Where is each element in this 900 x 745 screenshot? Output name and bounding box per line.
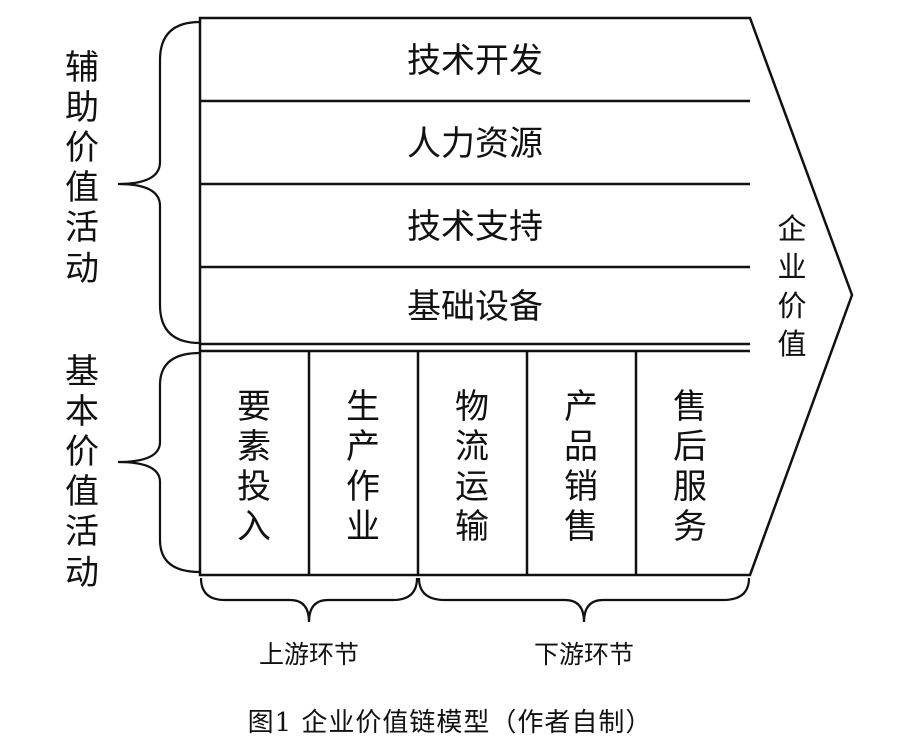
support-row-label: 基础设备: [407, 287, 543, 327]
primary-column-label: 售后服务: [673, 387, 707, 548]
primary-column-label: 物流运输: [455, 387, 489, 548]
figure-caption: 图1 企业价值链模型（作者自制）: [247, 708, 653, 738]
support-row-label: 技术支持: [407, 207, 543, 247]
primary-activities-label: 基本价值活动: [65, 352, 99, 593]
primary-brace: [117, 351, 201, 574]
downstream-label: 下游环节: [534, 640, 634, 669]
support-row-label: 人力资源: [407, 124, 543, 164]
upstream-label: 上游环节: [259, 640, 359, 669]
enterprise-value-label: 企业价值: [777, 212, 807, 361]
primary-column-label: 产品销售: [564, 387, 598, 548]
support-activities-label: 辅助价值活动: [65, 48, 99, 289]
primary-column-label: 生产作业: [346, 387, 380, 548]
value-chain-arrow-outline: [198, 16, 854, 577]
primary-column-label: 要素投入: [237, 387, 271, 548]
upstream-brace: [199, 577, 419, 623]
support-row-label: 技术开发: [407, 41, 543, 81]
downstream-brace: [417, 577, 751, 623]
support-brace: [117, 20, 201, 345]
